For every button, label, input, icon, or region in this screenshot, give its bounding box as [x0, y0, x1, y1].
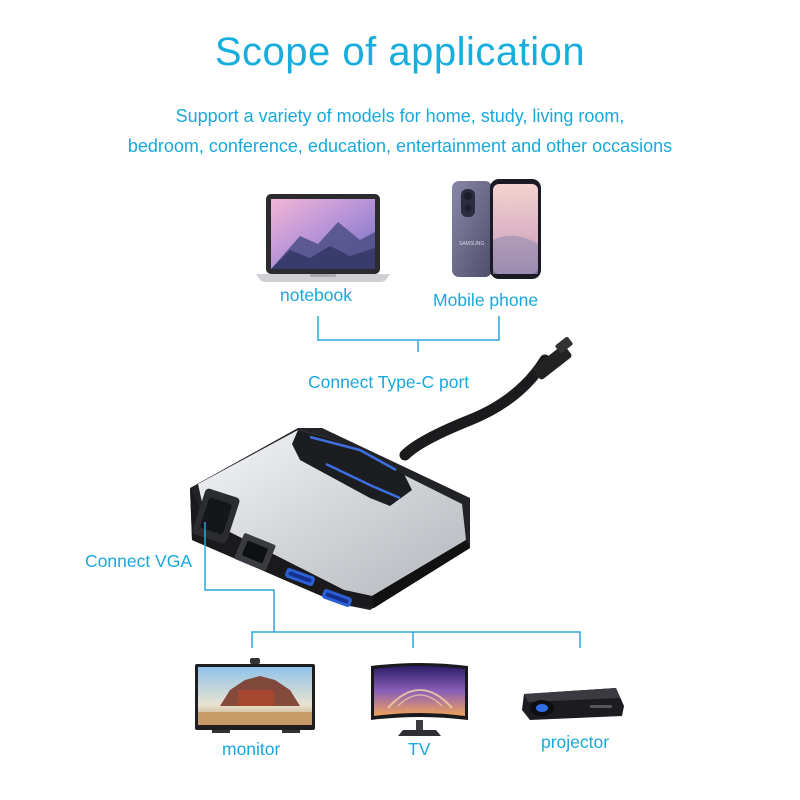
- monitor-label: monitor: [222, 739, 281, 759]
- mobile-phone-icon: SAMSUNG: [452, 179, 541, 279]
- subtitle-line-1: Support a variety of models for home, st…: [175, 106, 625, 126]
- svg-text:SAMSUNG: SAMSUNG: [459, 241, 484, 247]
- monitor-icon: [195, 658, 315, 733]
- usb-c-cable: [399, 336, 573, 461]
- mobile-phone-label: Mobile phone: [433, 290, 539, 310]
- laptop-icon: [256, 194, 390, 282]
- adapter-hub: [190, 428, 470, 610]
- projector-label: projector: [541, 732, 610, 752]
- tv-label: TV: [408, 739, 431, 759]
- connect-vga-label: Connect VGA: [85, 551, 192, 571]
- subtitle-line-2: bedroom, conference, education, entertai…: [127, 136, 673, 156]
- notebook-label: notebook: [280, 285, 353, 305]
- connect-typec-label: Connect Type-C port: [308, 372, 470, 392]
- source-connector-lines: [317, 316, 500, 352]
- projector-icon: [522, 688, 624, 720]
- vga-connector-lines: [204, 522, 581, 648]
- page-title: Scope of application: [214, 30, 586, 74]
- tv-icon: [371, 663, 468, 736]
